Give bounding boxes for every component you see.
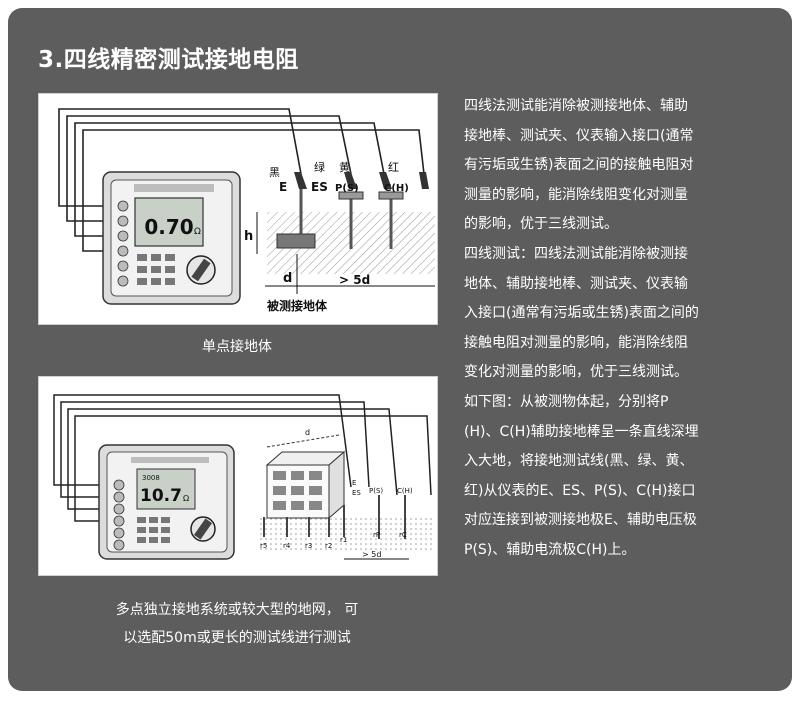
- wire-label-green: 绿: [314, 160, 325, 174]
- distance-label: d: [283, 271, 292, 286]
- multi-point-diagram: 3008 10.7 Ω: [38, 376, 438, 576]
- section-title: 3.四线精密测试接地电阻: [38, 47, 299, 73]
- text-line: 入接口(通常有污垢或生锈)表面之间的: [464, 305, 699, 322]
- text-line: 如下图：从被测物体起，分别将P: [464, 393, 669, 410]
- electrode-rp: rP: [373, 531, 380, 539]
- test-leads: [58, 108, 425, 252]
- ground-body-label: 被测接地体: [267, 298, 328, 313]
- spacing-label: > 5d: [362, 550, 381, 559]
- terminal-ps: P(S): [335, 183, 359, 194]
- meter-unit: Ω: [194, 227, 201, 237]
- terminal-ch: C(H): [384, 183, 409, 194]
- meter-device: 3008 10.7 Ω: [98, 444, 235, 560]
- text-line: 对应连接到被测接地极E、辅助电压极: [464, 512, 697, 529]
- figure2-caption-line-2: 以选配50m或更长的测试线进行测试: [123, 630, 351, 646]
- text-line: 的影响，优于三线测试。: [464, 216, 618, 233]
- text-line: 变化对测量的影响，优于三线测试。: [464, 364, 688, 381]
- figure1-caption: 单点接地体: [202, 339, 272, 355]
- terminal-es: ES: [352, 489, 361, 497]
- wire-label-yellow: 黄: [339, 160, 350, 174]
- meter-unit: Ω: [183, 494, 189, 503]
- electrode-rc: rC: [399, 531, 407, 539]
- electrode-r3: r3: [305, 542, 312, 550]
- text-line: 红)从仪表的E、ES、P(S)、C(H)接口: [464, 482, 696, 499]
- meter-reading: 10.7: [140, 486, 182, 506]
- meter-reading: 0.70: [144, 215, 193, 239]
- figure2-caption: 多点独立接地系统或较大型的地网， 可 以选配50m或更长的测试线进行测试: [38, 596, 436, 652]
- terminal-ch: C(H): [397, 487, 413, 495]
- multi-point-illustration: 3008 10.7 Ω: [39, 377, 437, 575]
- electrode-r5: r5: [260, 542, 267, 550]
- text-line: P(S)、辅助电流极C(H)上。: [464, 541, 636, 558]
- electrode-r1: r1: [340, 536, 347, 544]
- text-line: (H)、C(H)辅助接地棒呈一条直线深埋: [464, 423, 699, 440]
- spacing-label: > 5d: [339, 273, 370, 287]
- meter-device: 0.70 Ω: [102, 171, 241, 305]
- text-line: 接触电阻对测量的影响，能消除线阻: [464, 334, 688, 351]
- electrode-r4: r4: [283, 542, 291, 550]
- single-point-illustration: 0.70 Ω: [39, 94, 437, 324]
- distance-label: d: [305, 428, 310, 437]
- single-point-diagram: 0.70 Ω: [38, 93, 438, 325]
- terminal-e: E: [279, 180, 287, 194]
- description-text: 四线法测试能消除被测接地体、辅助 接地棒、测试夹、仪表输入接口(通常 有污垢或生…: [464, 92, 764, 566]
- text-line: 四线测试：四线法测试能消除被测接: [464, 245, 688, 262]
- text-line: 入大地，将接地测试线(黑、绿、黄、: [464, 453, 694, 470]
- text-line: 地体、辅助接地棒、测试夹、仪表输: [464, 275, 688, 292]
- terminal-ps: P(S): [369, 487, 383, 495]
- figure2-caption-line-1: 多点独立接地系统或较大型的地网， 可: [115, 602, 359, 618]
- test-leads: [53, 394, 432, 522]
- wire-label-red: 红: [388, 161, 399, 174]
- text-line: 测量的影响，能消除线阻变化对测量: [464, 186, 688, 203]
- electrode-r2: r2: [325, 542, 332, 550]
- terminal-e: E: [352, 479, 356, 487]
- text-line: 接地棒、测试夹、仪表输入接口(通常: [464, 127, 694, 144]
- wire-label-black: 黑: [269, 166, 280, 179]
- building: [265, 450, 346, 520]
- depth-label: h: [244, 229, 253, 244]
- text-line: 四线法测试能消除被测接地体、辅助: [464, 98, 688, 114]
- meter-small-reading: 3008: [142, 474, 160, 482]
- text-line: 有污垢或生锈)表面之间的接触电阻对: [464, 157, 694, 174]
- terminal-es: ES: [311, 180, 328, 194]
- earth-body: [276, 233, 316, 249]
